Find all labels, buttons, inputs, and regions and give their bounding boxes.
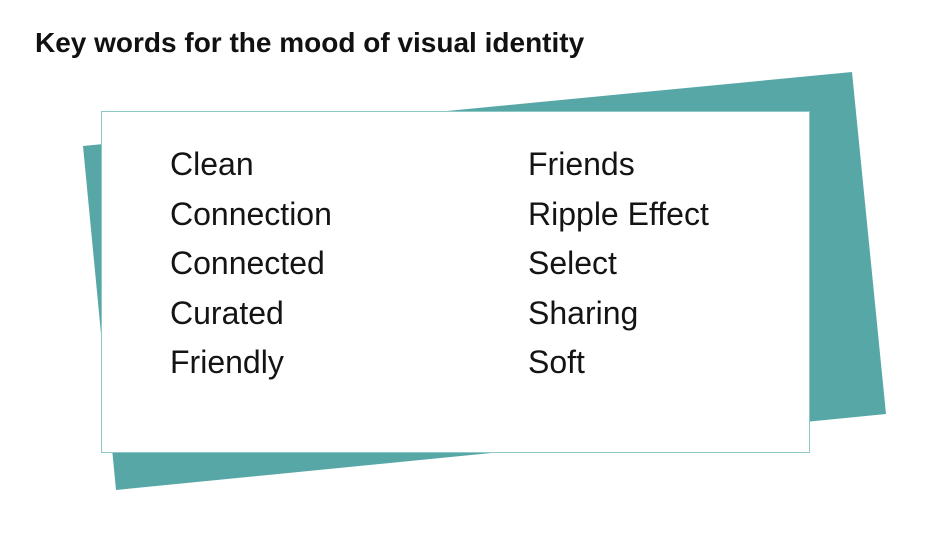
keyword-item: Sharing [528,294,639,331]
page-title: Key words for the mood of visual identit… [35,27,585,58]
keyword-column-left: Clean Connection Connected Curated Frien… [170,144,332,392]
keyword-item: Friends [528,146,635,182]
keyword-item: Curated [170,294,284,331]
keyword-column-right: Friends Ripple Effect Select Sharing Sof… [528,144,709,392]
keyword-item: Connection [170,195,332,232]
keyword-item: Clean [170,146,254,182]
keyword-item: Soft [528,344,585,380]
keyword-item: Select [528,245,617,281]
keyword-item: Ripple Effect [528,195,709,232]
keyword-card: Clean Connection Connected Curated Frien… [101,111,810,453]
keyword-item: Connected [170,245,325,281]
keyword-item: Friendly [170,344,284,380]
